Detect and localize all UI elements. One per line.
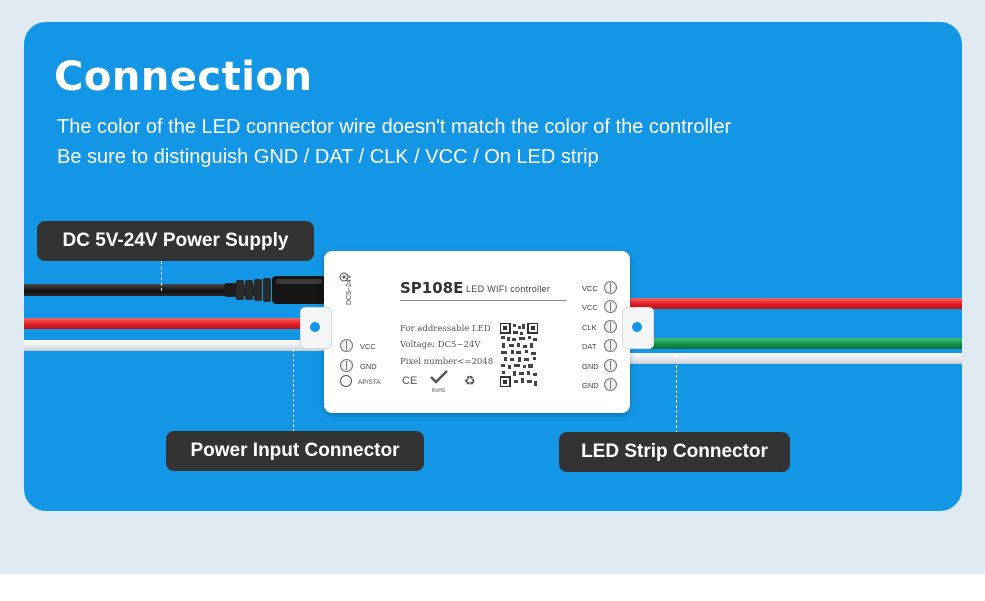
ce-mark: CE — [402, 375, 418, 387]
device-subtitle: LED WIFI controller — [466, 284, 551, 294]
terminal-vcc-1 — [604, 281, 617, 294]
mounting-ear-right — [622, 307, 654, 349]
recycle-icon: ♻ — [464, 373, 476, 388]
white-wire-left — [24, 340, 324, 351]
terminal-label-gnd-2: GND — [582, 381, 599, 390]
terminal-gnd-1 — [604, 359, 617, 372]
terminal-label-vcc-1: VCC — [582, 284, 598, 293]
dc-polarity-icon — [339, 272, 349, 282]
terminal-label-vcc-in: VCC — [360, 342, 376, 351]
description-line-1: The color of the LED connector wire does… — [57, 116, 732, 138]
ap-sta-label: AP/STA — [358, 379, 381, 386]
page-title: Connection — [54, 54, 313, 100]
red-wire-right — [624, 298, 962, 309]
mounting-ear-left — [300, 307, 332, 349]
terminal-clk — [604, 320, 617, 333]
rohs-label: RoHS — [432, 388, 446, 394]
terminal-vcc-2 — [604, 300, 617, 313]
white-wire-right — [624, 353, 962, 364]
rohs-check-icon — [430, 370, 448, 384]
controller-device: DC5~24V SP108E LED WIFI controller For a… — [300, 251, 654, 413]
terminal-label-dat: DAT — [582, 342, 597, 351]
spec-line-3: Pixel number<=2048 — [400, 357, 494, 367]
power-supply-label: DC 5V-24V Power Supply — [37, 221, 314, 261]
description-line-2: Be sure to distinguish GND / DAT / CLK /… — [57, 146, 599, 168]
ap-sta-button[interactable] — [340, 375, 352, 387]
dc-plug-icon — [224, 276, 326, 304]
qr-code-icon — [500, 323, 538, 387]
connection-panel: Connection The color of the LED connecto… — [24, 22, 962, 511]
leader-line-led-strip — [676, 355, 677, 433]
leader-line-power-input — [293, 344, 294, 432]
terminal-gnd-in — [340, 359, 353, 372]
terminal-label-clk: CLK — [582, 323, 597, 332]
red-wire-left — [24, 318, 324, 329]
leader-line-power-supply — [161, 261, 162, 291]
terminal-label-gnd-1: GND — [582, 362, 599, 371]
spec-line-1: For addressable LED — [400, 324, 491, 334]
led-strip-connector-label: LED Strip Connector — [559, 432, 790, 472]
terminal-label-vcc-2: VCC — [582, 303, 598, 312]
dc-voltage-label: DC5~24V — [346, 274, 353, 305]
black-power-cable — [24, 284, 254, 296]
terminal-label-gnd-in: GND — [360, 362, 377, 371]
green-wire-right — [624, 338, 962, 349]
terminal-gnd-2 — [604, 378, 617, 391]
model-underline — [400, 300, 566, 301]
spec-line-2: Voltage: DC5~24V — [400, 340, 481, 350]
terminal-vcc-in — [340, 339, 353, 352]
power-input-connector-label: Power Input Connector — [166, 431, 424, 471]
device-model: SP108E — [400, 279, 464, 297]
page-footer-band — [0, 574, 985, 601]
terminal-dat — [604, 339, 617, 352]
